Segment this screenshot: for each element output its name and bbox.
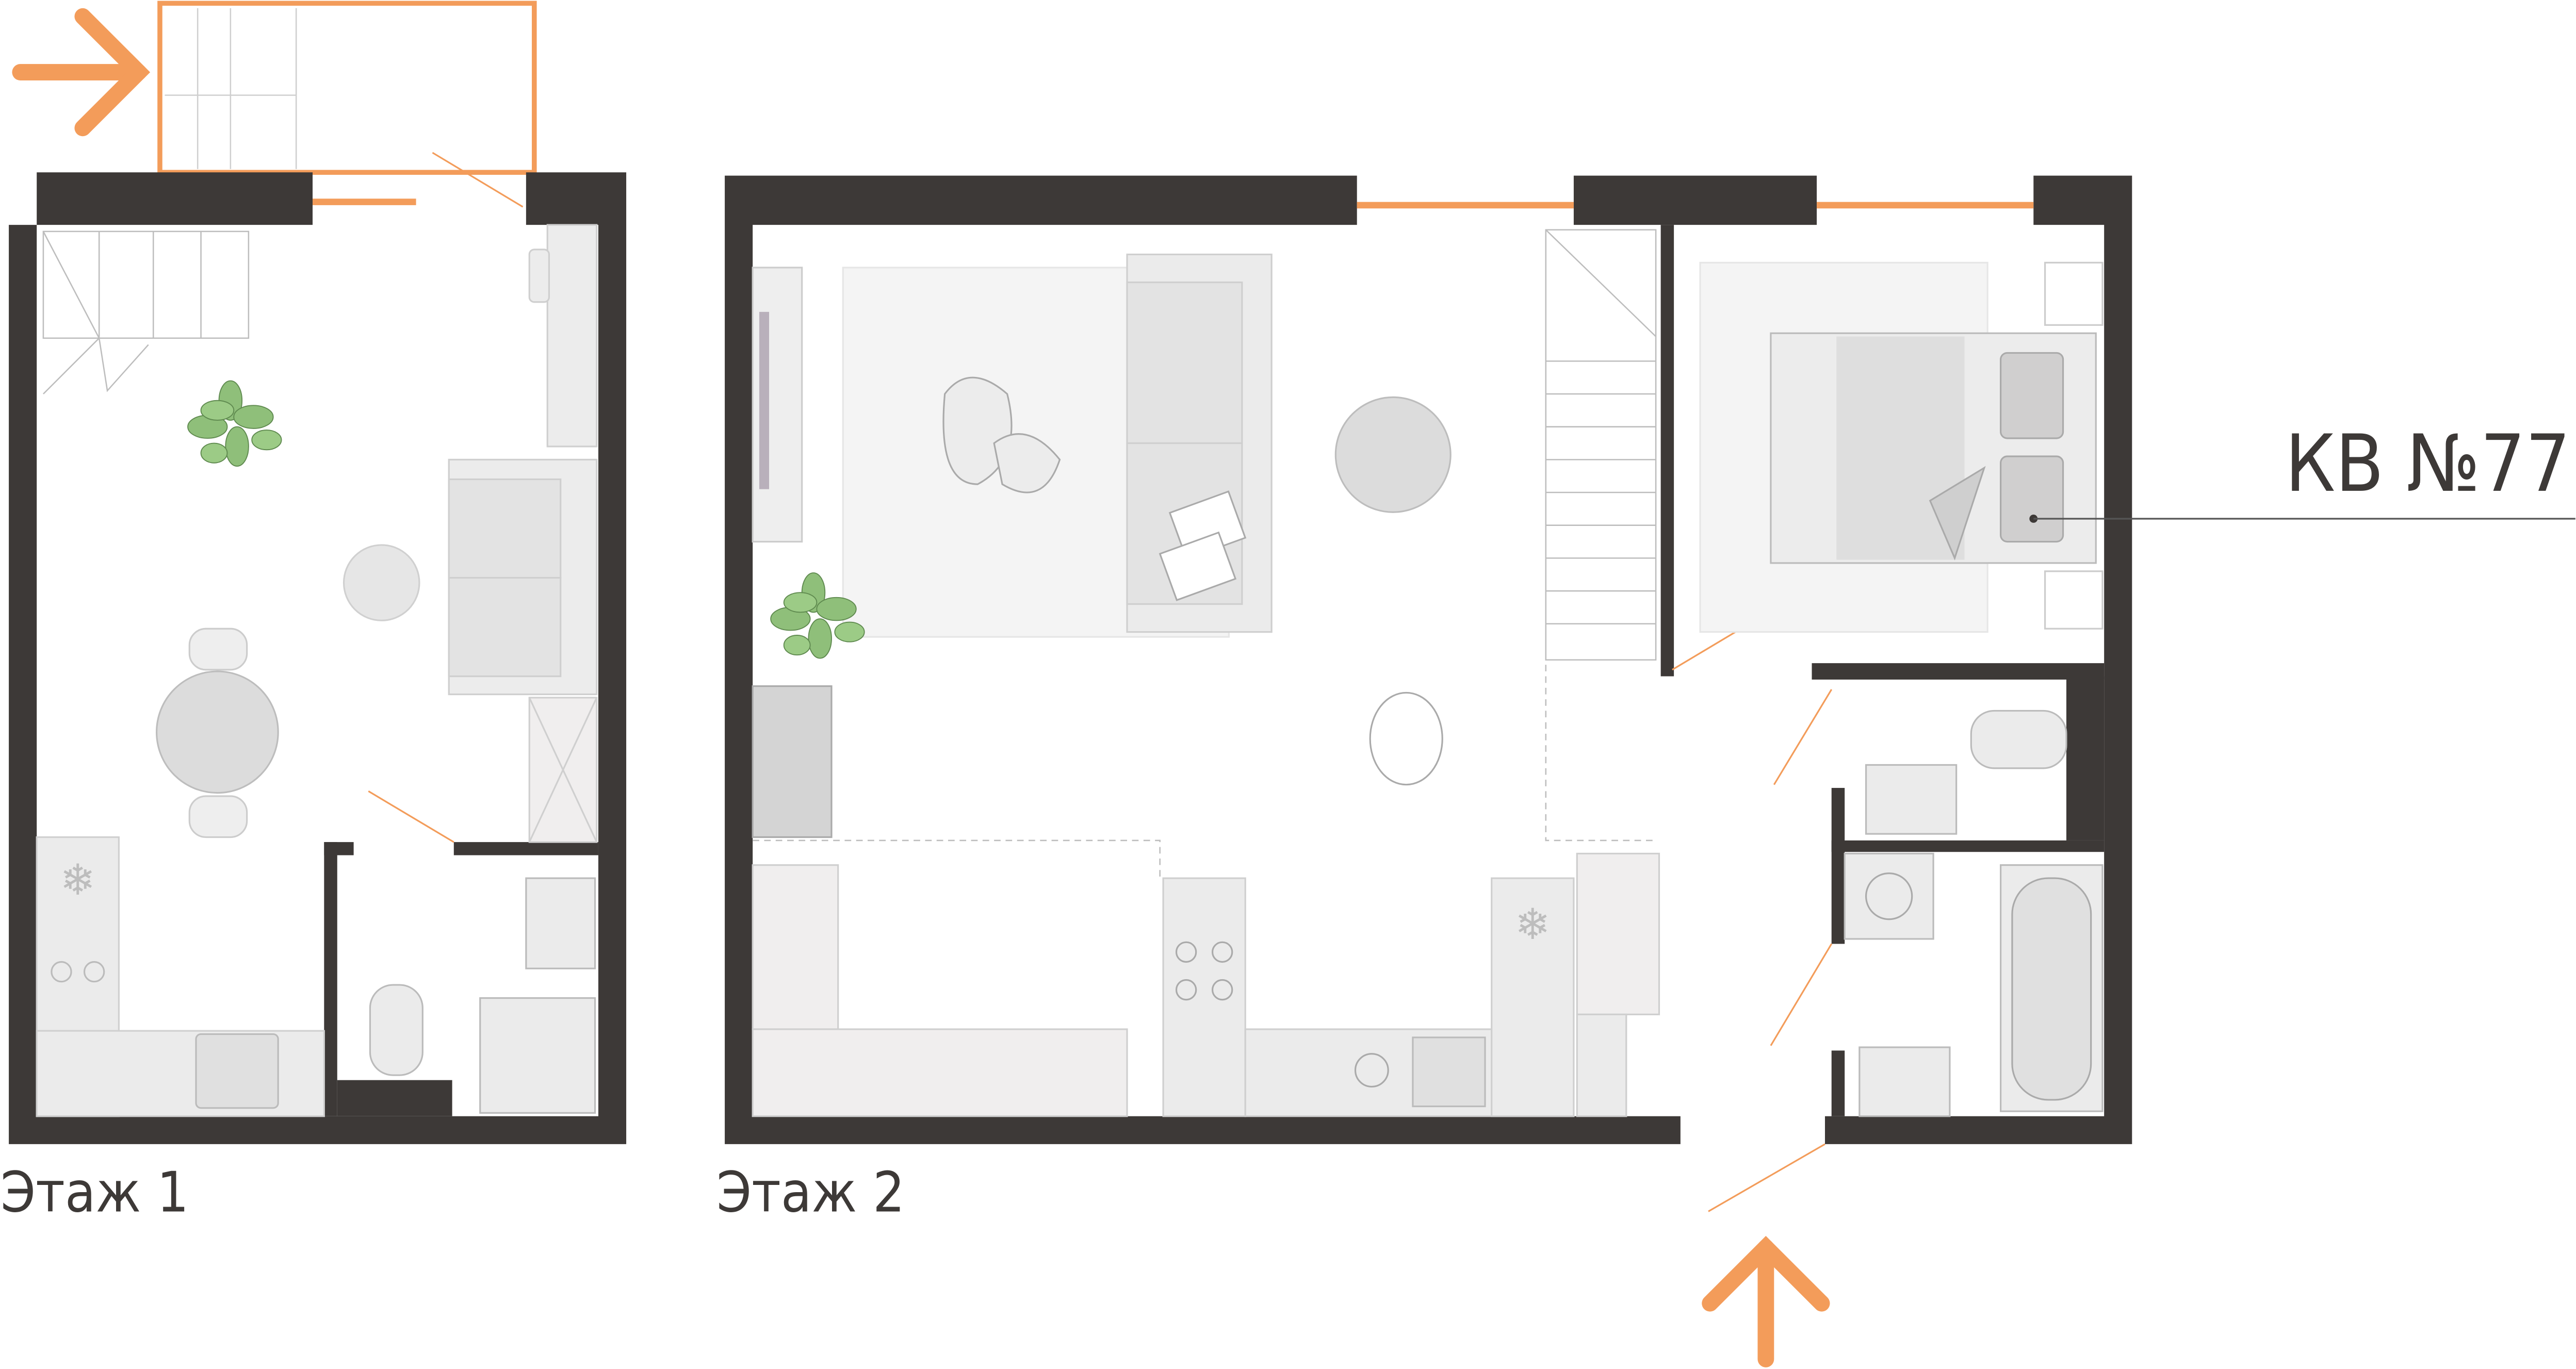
apartment-number-label: КВ №77 <box>2285 418 2570 510</box>
toilet-icon <box>369 984 423 1076</box>
sink-icon <box>1412 1036 1486 1108</box>
washing-machine-icon <box>1844 852 1934 940</box>
dining-table <box>1334 396 1452 513</box>
floor-2-label: Этаж 2 <box>716 1160 905 1225</box>
sink-icon <box>1865 764 1958 835</box>
floor-2-plan: ❄ КВ №77 Этаж 2 <box>716 175 2575 1367</box>
plant-icon <box>187 380 282 467</box>
dining-table <box>156 670 279 794</box>
toilet-icon <box>1970 710 2067 769</box>
snowflake-icon: ❄ <box>1515 899 1551 949</box>
stove-icon <box>1175 941 1233 1001</box>
floor-1-label: Этаж 1 <box>1 1160 189 1225</box>
entrance-arrow-icon <box>1702 1235 1830 1367</box>
floor-1-plan: ❄ Этаж 1 <box>1 1 627 1225</box>
washing-machine-icon <box>1354 1053 1389 1088</box>
porch-stairs <box>157 1 537 175</box>
entrance-arrow-icon <box>12 8 151 137</box>
sink-icon <box>195 1033 279 1109</box>
snowflake-icon: ❄ <box>60 855 95 905</box>
sink-icon <box>1858 1046 1951 1117</box>
